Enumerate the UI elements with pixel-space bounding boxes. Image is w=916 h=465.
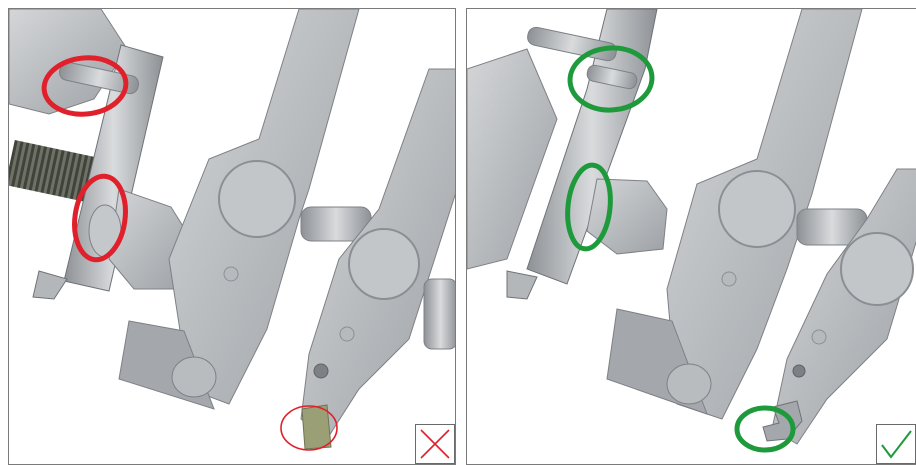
marker-pin-wrong: [41, 55, 129, 117]
correct-assembly-photo: [466, 8, 916, 465]
correct-assembly-illustration: [467, 9, 916, 453]
hole-right: [313, 363, 329, 379]
marker-tip-correct: [734, 405, 796, 453]
rivet-right: [811, 329, 827, 345]
pin-lower: [586, 64, 638, 90]
hex-nut: [586, 178, 668, 255]
incorrect-assembly-illustration: [9, 9, 455, 451]
marker-pin-correct: [567, 45, 655, 113]
checkmark-icon: [881, 430, 912, 459]
pivot-disc-right: [348, 228, 420, 300]
pivot-disc-left: [218, 160, 296, 238]
pivot-disc-left: [718, 170, 796, 248]
arm-knuckle-left: [666, 363, 712, 405]
incorrect-assembly-photo: [8, 8, 456, 465]
bar-hook: [506, 270, 538, 300]
housing-block: [467, 48, 558, 270]
verdict-badge-incorrect: [415, 424, 455, 464]
arm-tip-straight: [301, 404, 332, 450]
rivet-right: [339, 326, 355, 342]
marker-nut-correct: [565, 162, 613, 252]
marker-nut-wrong: [72, 173, 128, 263]
verdict-badge-correct: [876, 424, 916, 464]
rivet-left: [721, 271, 737, 287]
pivot-disc-right: [840, 232, 914, 306]
hole-right: [792, 364, 806, 378]
arm-knuckle-left: [171, 356, 217, 398]
marker-tip-wrong: [280, 405, 338, 451]
pin: [58, 61, 140, 95]
rivet-left: [223, 266, 239, 282]
threaded-rod: [9, 139, 105, 205]
bar-hook: [32, 270, 68, 300]
cross-icon: [420, 429, 450, 459]
side-bolt-right: [423, 278, 455, 350]
